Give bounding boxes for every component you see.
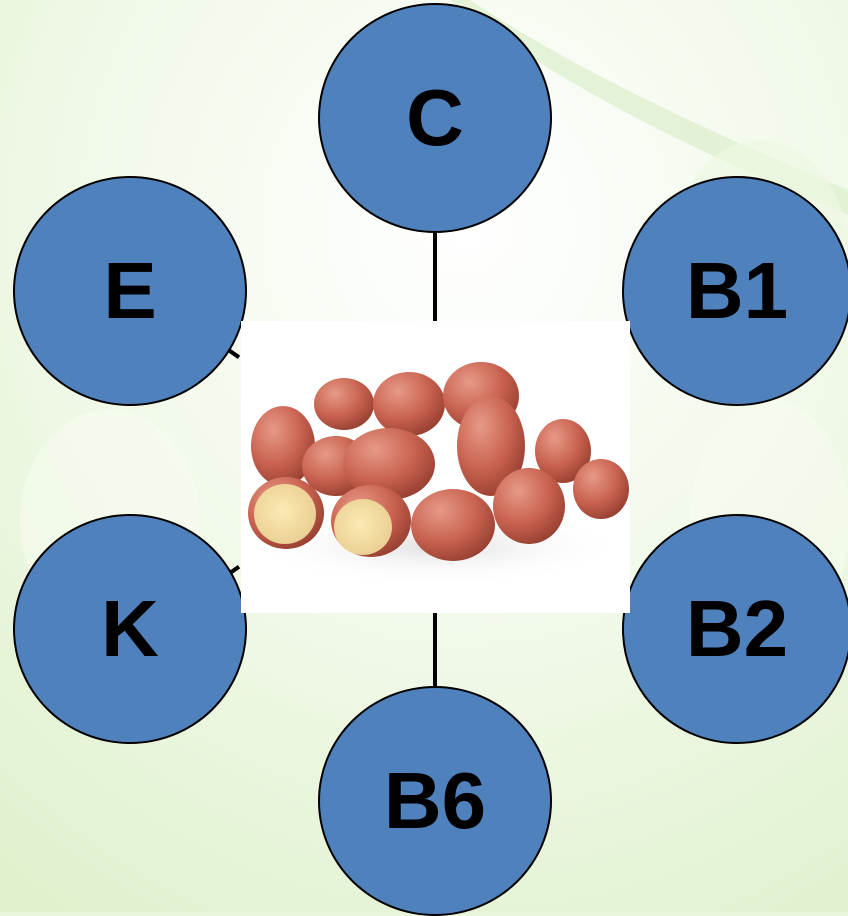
node-top-left-label: E [103,246,157,335]
node-top-left: E [13,176,247,406]
node-bottom-label: B6 [383,756,487,845]
node-bottom: B6 [318,686,552,916]
potatoes-image [241,321,630,613]
node-bottom-right-label: B2 [685,584,789,673]
node-bottom-left: K [13,514,247,744]
node-top-label: C [406,73,464,162]
connector-top [433,230,437,322]
node-top: C [318,3,552,233]
connector-bottom [433,612,437,704]
node-bottom-right: B2 [622,514,848,744]
node-bottom-left-label: K [101,584,159,673]
potatoes-icon [241,321,630,613]
node-top-right-label: B1 [685,246,789,335]
node-top-right: B1 [622,176,848,406]
